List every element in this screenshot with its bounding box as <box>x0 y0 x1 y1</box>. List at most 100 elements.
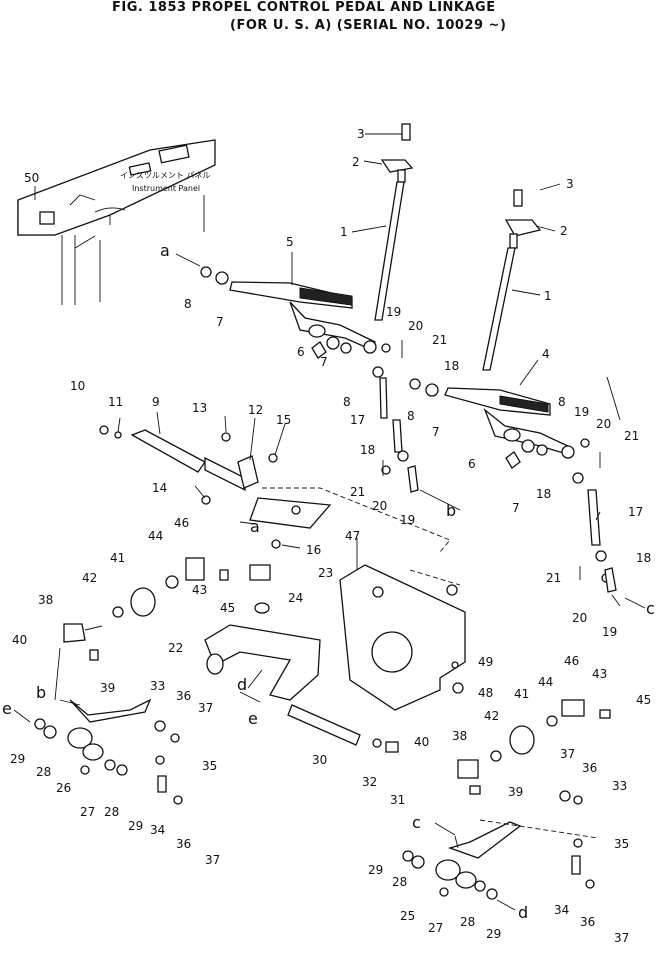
ref-letter-c: c <box>646 599 655 618</box>
callout-3: 3 <box>566 177 574 191</box>
callout-labels: 50 3 2 1 3 2 1 5 8 7 19 20 21 6 7 8 18 4… <box>10 127 651 945</box>
callout-19: 19 <box>602 625 617 639</box>
callout-23: 23 <box>318 566 333 580</box>
callout-13: 13 <box>192 401 207 415</box>
callout-42: 42 <box>484 709 499 723</box>
callout-8: 8 <box>343 395 351 409</box>
pedal-left <box>229 281 376 351</box>
callout-17: 17 <box>628 505 643 519</box>
callout-29: 29 <box>128 819 143 833</box>
linkage-left <box>34 557 229 805</box>
callout-10: 10 <box>70 379 85 393</box>
callout-21: 21 <box>350 485 365 499</box>
callout-49: 49 <box>478 655 493 669</box>
callout-47: 47 <box>345 529 360 543</box>
callout-42: 42 <box>82 571 97 585</box>
callout-41: 41 <box>110 551 125 565</box>
callout-21: 21 <box>624 429 639 443</box>
callout-31: 31 <box>390 793 405 807</box>
callout-34: 34 <box>150 823 165 837</box>
bracket-plate <box>339 564 466 711</box>
callout-37: 37 <box>205 853 220 867</box>
callout-29: 29 <box>368 863 383 877</box>
callout-44: 44 <box>148 529 163 543</box>
callout-18: 18 <box>636 551 651 565</box>
callout-46: 46 <box>564 654 579 668</box>
support-frame <box>204 564 321 701</box>
control-lever-left <box>374 123 414 321</box>
callout-39: 39 <box>100 681 115 695</box>
pedal-bracket <box>99 425 451 553</box>
leader-lines <box>13 133 646 911</box>
callout-50: 50 <box>24 171 39 185</box>
callout-24: 24 <box>288 591 303 605</box>
callout-35: 35 <box>614 837 629 851</box>
callout-7: 7 <box>320 355 328 369</box>
callout-21: 21 <box>546 571 561 585</box>
callout-45: 45 <box>636 693 651 707</box>
callout-6: 6 <box>297 345 305 359</box>
callout-8: 8 <box>407 409 415 423</box>
callout-33: 33 <box>612 779 627 793</box>
callout-8: 8 <box>558 395 566 409</box>
shaft-30 <box>287 704 399 753</box>
callout-7: 7 <box>512 501 520 515</box>
callout-9: 9 <box>152 395 160 409</box>
pedal-left-hardware <box>200 266 439 419</box>
ref-letter-d: d <box>518 903 528 922</box>
ref-letter-a: a <box>250 517 260 536</box>
callout-35: 35 <box>202 759 217 773</box>
callout-11: 11 <box>108 395 123 409</box>
callout-8: 8 <box>184 297 192 311</box>
callout-7: 7 <box>432 425 440 439</box>
callout-3: 3 <box>357 127 365 141</box>
callout-44: 44 <box>538 675 553 689</box>
ref-letter-c: c <box>412 813 421 832</box>
callout-28: 28 <box>36 765 51 779</box>
callout-27: 27 <box>428 921 443 935</box>
callout-37: 37 <box>614 931 629 945</box>
callout-45: 45 <box>220 601 235 615</box>
callout-28: 28 <box>460 915 475 929</box>
callout-5: 5 <box>286 235 294 249</box>
callout-21: 21 <box>432 333 447 347</box>
callout-28: 28 <box>104 805 119 819</box>
callout-20: 20 <box>572 611 587 625</box>
callout-41: 41 <box>514 687 529 701</box>
reference-letters: a a b b c c d d e e <box>2 241 655 922</box>
callout-34: 34 <box>554 903 569 917</box>
callout-20: 20 <box>596 417 611 431</box>
callout-30: 30 <box>312 753 327 767</box>
callout-36: 36 <box>582 761 597 775</box>
callout-18: 18 <box>536 487 551 501</box>
callout-6: 6 <box>468 457 476 471</box>
ref-letter-e: e <box>2 699 12 718</box>
callout-48: 48 <box>478 686 493 700</box>
callout-20: 20 <box>372 499 387 513</box>
callout-38: 38 <box>452 729 467 743</box>
callout-40: 40 <box>414 735 429 749</box>
ref-letter-e: e <box>248 709 258 728</box>
callout-33: 33 <box>150 679 165 693</box>
callout-36: 36 <box>176 689 191 703</box>
callout-19: 19 <box>386 305 401 319</box>
callout-20: 20 <box>408 319 423 333</box>
callout-16: 16 <box>306 543 321 557</box>
callout-29: 29 <box>10 752 25 766</box>
ref-letter-b: b <box>446 501 456 520</box>
callout-15: 15 <box>276 413 291 427</box>
callout-43: 43 <box>192 583 207 597</box>
callout-26: 26 <box>56 781 71 795</box>
callout-28: 28 <box>392 875 407 889</box>
panel-japanese-label: インスツルメント パネル <box>120 171 210 180</box>
callout-7: 7 <box>216 315 224 329</box>
callout-38: 38 <box>38 593 53 607</box>
callout-1: 1 <box>544 289 552 303</box>
callout-36: 36 <box>580 915 595 929</box>
callout-39: 39 <box>508 785 523 799</box>
figure-subtitle: (FOR U. S. A) (SERIAL NO. 10029 ~) <box>230 18 507 33</box>
callout-18: 18 <box>360 443 375 457</box>
pedal-right <box>444 387 573 456</box>
callout-4: 4 <box>542 347 550 361</box>
callout-32: 32 <box>362 775 377 789</box>
